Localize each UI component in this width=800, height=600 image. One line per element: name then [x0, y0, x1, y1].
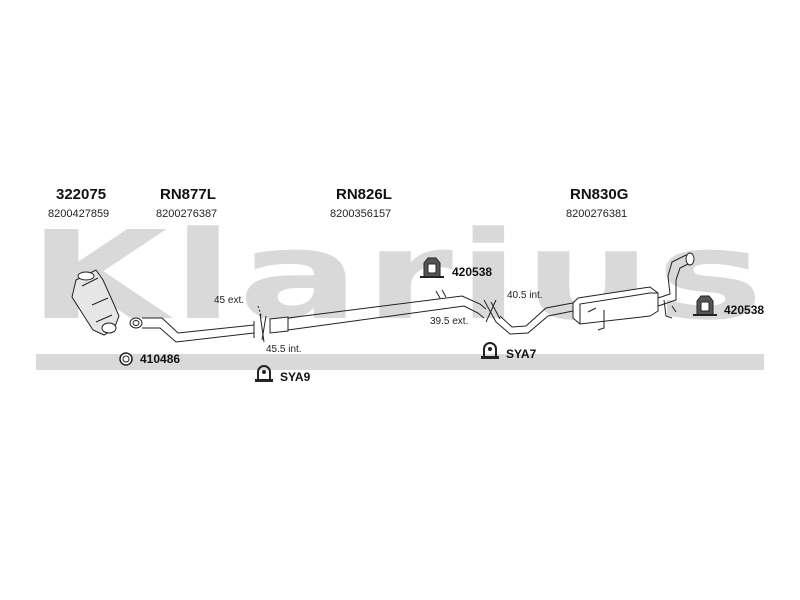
section-header-4: RN830G 8200276381	[566, 186, 628, 220]
part-code: 322075	[56, 186, 106, 203]
clamp-icon	[255, 365, 273, 382]
oe-number: 8200356157	[330, 208, 391, 220]
rear-silencer	[495, 252, 695, 335]
watermark-bar	[36, 354, 764, 370]
watermark: Klarius	[28, 205, 768, 370]
section-header-3: RN826L 8200356157	[330, 186, 392, 220]
hardware-420538-rear: 420538	[693, 295, 764, 317]
joint-2-top-label: 40.5 int.	[507, 290, 543, 301]
catalytic-converter	[71, 269, 120, 336]
rubber-mount-icon	[420, 257, 444, 278]
oe-number: 8200276387	[156, 208, 217, 220]
joint-2-bottom-label: 39.5 ext.	[430, 316, 468, 327]
joint-1: 45 ext. 45.5 int.	[214, 295, 302, 355]
joint-1-bottom-label: 45.5 int.	[266, 344, 302, 355]
part-code: RN830G	[570, 186, 628, 203]
oe-number: 8200276381	[566, 208, 627, 220]
joint-1-top-label: 45 ext.	[214, 295, 244, 306]
hardware-code: SYA7	[506, 347, 537, 361]
hardware-code: 420538	[724, 303, 764, 317]
part-code: RN826L	[336, 186, 392, 203]
clamp-icon	[481, 342, 499, 359]
hardware-SYA7: SYA7	[481, 342, 537, 361]
joint-2: 40.5 int. 39.5 ext.	[430, 290, 543, 327]
hardware-code: 410486	[140, 352, 180, 366]
hardware-410486: 410486	[119, 352, 180, 366]
section-header-1: 322075 8200427859	[48, 186, 109, 220]
oe-number: 8200427859	[48, 208, 109, 220]
hardware-code: 420538	[452, 265, 492, 279]
hardware-SYA9: SYA9	[255, 365, 311, 384]
section-header-2: RN877L 8200276387	[156, 186, 217, 220]
watermark-text: Klarius	[28, 205, 768, 347]
centre-pipe	[269, 289, 487, 334]
hardware-420538-top: 420538	[420, 257, 492, 279]
part-code: RN877L	[160, 186, 216, 203]
hardware-code: SYA9	[280, 370, 311, 384]
rubber-mount-icon	[693, 295, 717, 316]
front-pipe	[129, 317, 255, 343]
